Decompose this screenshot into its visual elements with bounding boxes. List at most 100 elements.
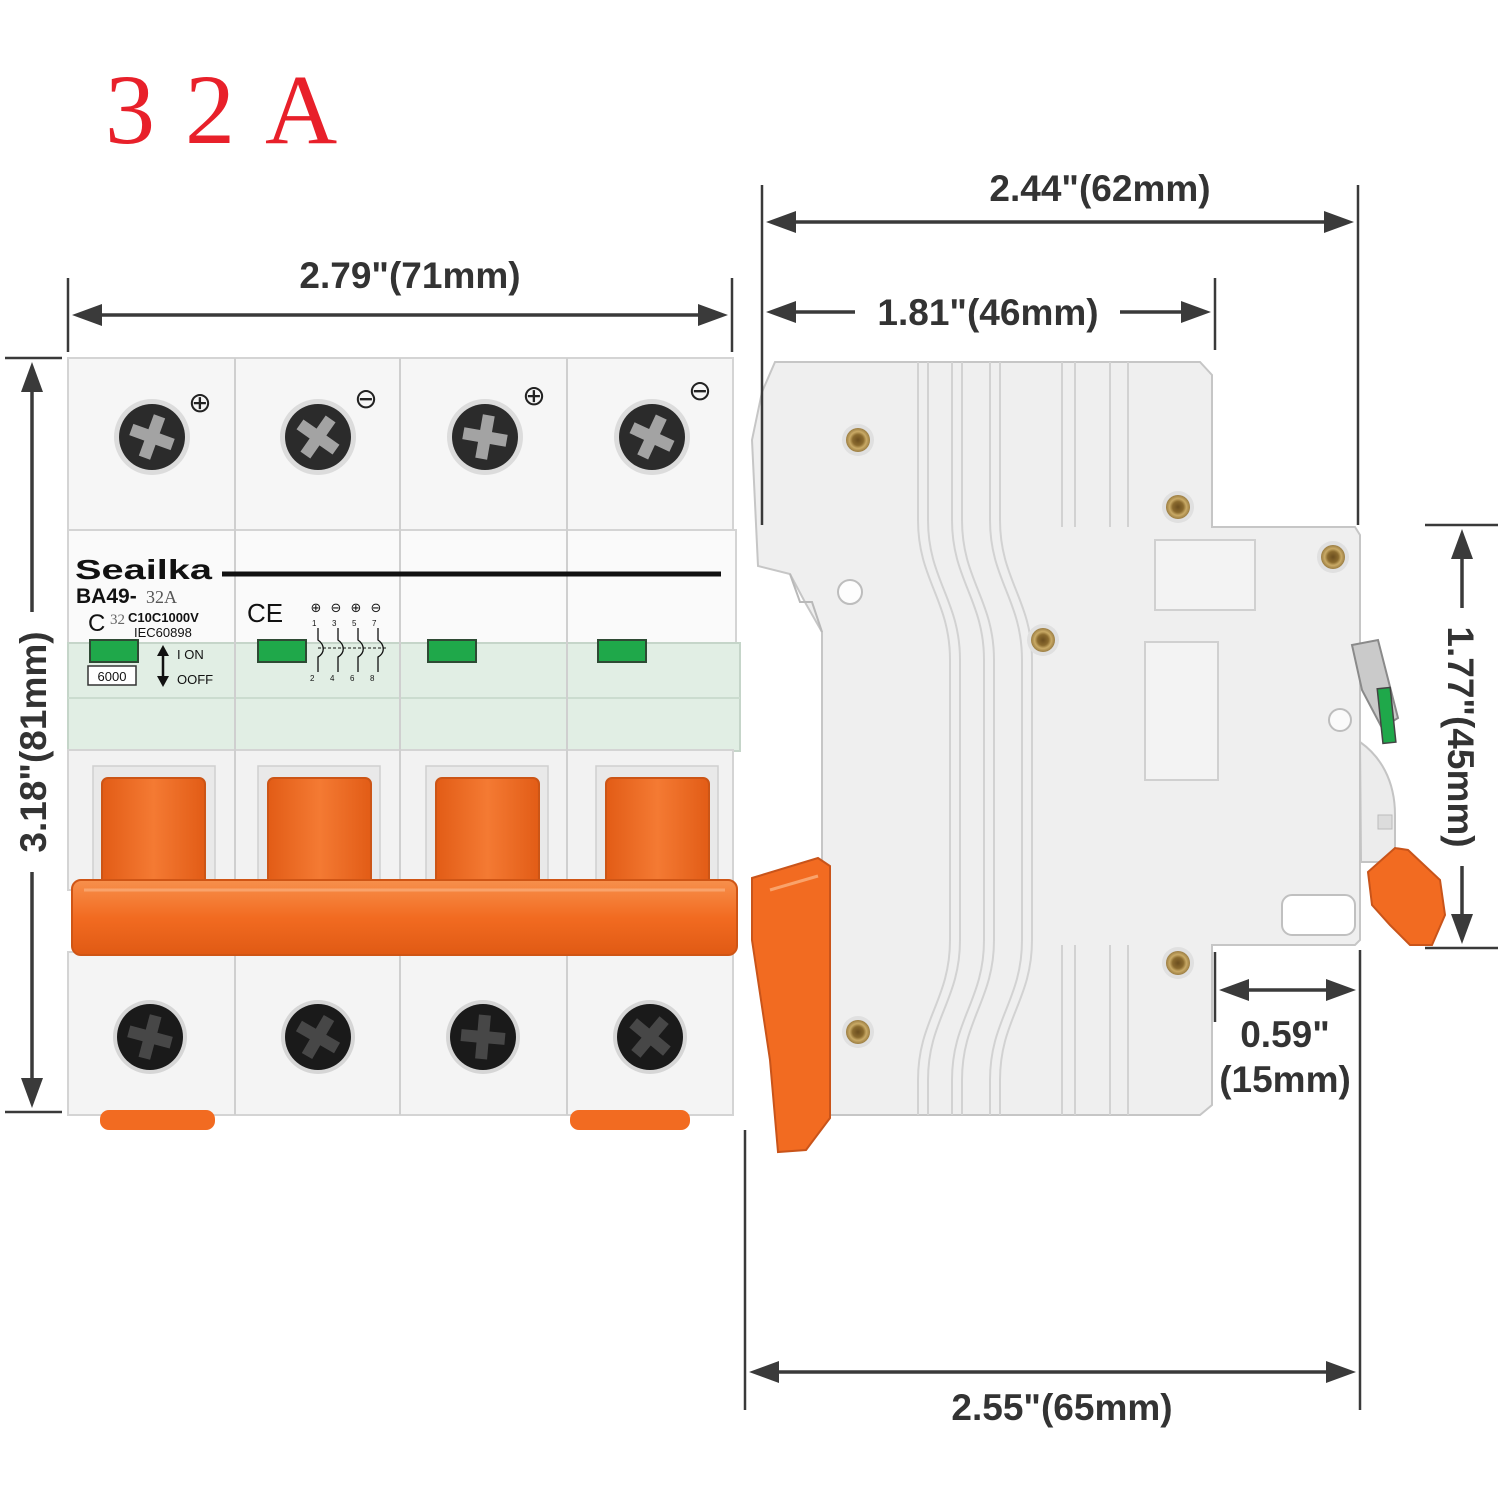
schematic-in-2: 3: [332, 619, 337, 628]
side-body: [750, 361, 1361, 1116]
arrow-head: [1326, 979, 1356, 1001]
screw-cross: [296, 415, 340, 459]
standard-text: IEC60898: [134, 625, 192, 640]
rivet-5: [1162, 947, 1194, 979]
toggle-lever-4[interactable]: [605, 777, 710, 891]
terminal-polarity-4: ⊖: [688, 374, 711, 407]
arrow-head: [1451, 529, 1473, 559]
status-indicator-1: [89, 639, 139, 663]
side-toggle-handle[interactable]: [1366, 846, 1447, 946]
dim-label: 1.81"(46mm): [877, 292, 1098, 333]
schematic-out-3: 6: [350, 674, 355, 683]
top-terminal-screw-1: [114, 399, 190, 475]
top-terminal-screw-3: [447, 399, 523, 475]
side-rib-2: [927, 362, 961, 1115]
face-handle-housing: [1358, 740, 1396, 863]
front-label-panel: [67, 529, 737, 646]
din-release-lever[interactable]: [751, 856, 831, 1154]
arrow-head: [766, 211, 796, 233]
status-indicator-4: [597, 639, 647, 663]
screw-cross: [460, 1014, 506, 1060]
dim-label-inch: 0.59": [1240, 1014, 1330, 1055]
screw-cross: [295, 1014, 341, 1060]
side-mount-hole: [837, 579, 863, 605]
dimension-body-depth: 1.81"(46mm): [766, 278, 1217, 350]
dimension-front-width: 2.79"(71mm): [66, 255, 734, 352]
dim-label: 3.18"(81mm): [13, 631, 54, 852]
side-rib-4: [961, 362, 995, 1115]
schematic-contact-4: [377, 628, 384, 672]
schematic-contact-3: [357, 628, 364, 672]
status-indicator-2: [257, 639, 307, 663]
rating-title: 32A: [105, 54, 367, 165]
model-text: BA49-: [76, 585, 137, 608]
dimension-overall-depth-top: 2.44"(62mm): [760, 168, 1360, 525]
rivet-3: [1027, 624, 1059, 656]
rivet-1: [842, 424, 874, 456]
toggle-lever-1[interactable]: [101, 777, 206, 891]
side-view: [750, 361, 1447, 1154]
model-rating-text: 32A: [146, 587, 177, 607]
bottom-terminal-screw-4: [613, 1000, 687, 1074]
arrow-head: [766, 301, 796, 323]
arrow-head: [21, 362, 43, 392]
off-label: OOFF: [177, 672, 213, 687]
rivet-2: [1162, 491, 1194, 523]
terminal-polarity-1: ⊕: [188, 386, 211, 419]
brand-logo-text: Seailka: [75, 554, 213, 585]
din-clip-foot-left: [100, 1110, 215, 1130]
screw-cross: [127, 1014, 173, 1060]
schematic-out-2: 4: [330, 674, 335, 683]
face-latch: [1377, 814, 1393, 830]
arrow-head: [698, 304, 728, 326]
side-window-lower: [1144, 641, 1219, 781]
arrow-head: [1326, 1361, 1356, 1383]
capacity-text: 6000: [98, 669, 127, 684]
schematic-polarity-4: ⊖: [371, 601, 382, 616]
lever-edge-highlight: [769, 874, 819, 892]
schematic-polarity-1: ⊕: [311, 601, 322, 616]
handle-tie-bar[interactable]: [71, 879, 738, 956]
dim-label-mm: (15mm): [1219, 1059, 1351, 1100]
din-clip-foot-right: [570, 1110, 690, 1130]
schematic-contact-2: [337, 628, 344, 672]
screw-cross: [462, 414, 508, 460]
curve-rating-text: 32: [110, 612, 125, 628]
voltage-text: C10C1000V: [128, 610, 199, 625]
schematic-polarity-2: ⊖: [331, 601, 342, 616]
schematic-out-1: 2: [310, 674, 315, 683]
top-terminal-screw-4: [614, 399, 690, 475]
toggle-lever-2[interactable]: [267, 777, 372, 891]
schematic-polarity-3: ⊕: [351, 601, 362, 616]
terminal-polarity-3: ⊕: [522, 379, 545, 412]
bottom-terminal-screw-3: [446, 1000, 520, 1074]
side-rib-3: [951, 362, 985, 1115]
schematic-contact-1: [317, 628, 324, 672]
side-rib-5: [989, 362, 1023, 1115]
arrow-head: [1181, 301, 1211, 323]
dim-label: 2.55"(65mm): [951, 1387, 1172, 1428]
arrow-head: [1451, 914, 1473, 944]
top-terminal-screw-2: [280, 399, 356, 475]
arrow-head: [21, 1078, 43, 1108]
bottom-terminal-screw-2: [281, 1000, 355, 1074]
face-lower-window: [1281, 894, 1356, 936]
front-view: ⊕ ⊖ ⊕ ⊖ Seailka BA49- 32A C 32 C10C1000V…: [67, 357, 741, 1130]
arrow-head: [72, 304, 102, 326]
ce-mark: CE: [247, 598, 283, 628]
curve-text: C: [88, 610, 105, 637]
terminal-polarity-2: ⊖: [354, 382, 377, 415]
schematic-out-4: 8: [370, 674, 375, 683]
schematic-in-1: 1: [312, 619, 317, 628]
dimension-face-height: 1.77"(45mm): [1425, 523, 1498, 950]
side-window-upper: [1154, 539, 1256, 611]
arrow-head: [1219, 979, 1249, 1001]
bottom-terminal-screw-1: [113, 1000, 187, 1074]
screw-cross: [629, 414, 675, 460]
on-label: I ON: [177, 647, 204, 662]
pole-schematic: ⊕ ⊖ ⊕ ⊖ 1 3 5 7 2 4 6 8: [310, 601, 386, 683]
toggle-lever-3[interactable]: [435, 777, 540, 891]
face-pivot: [1328, 708, 1352, 732]
arrow-head: [1324, 211, 1354, 233]
